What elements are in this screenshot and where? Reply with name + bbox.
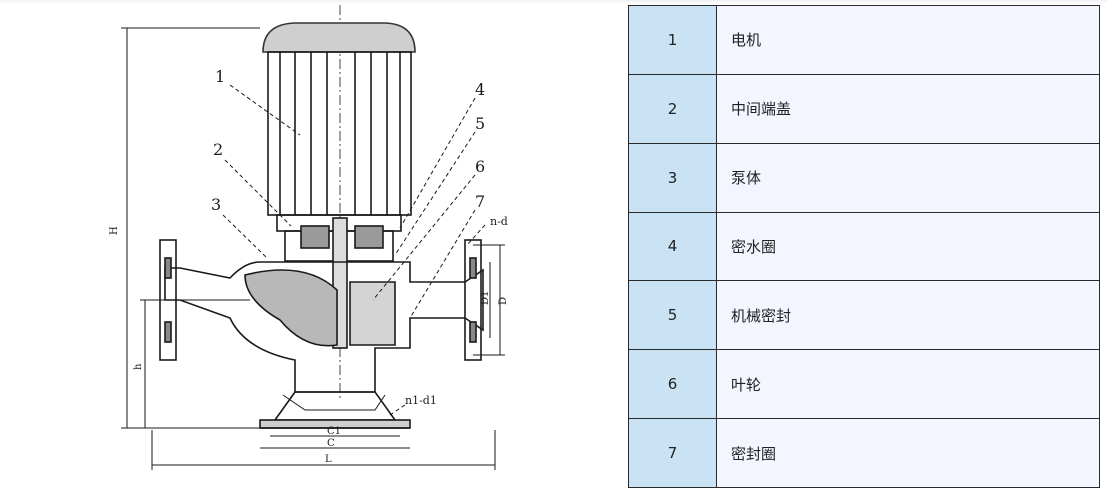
dimension-labels: H h D1 D C1 C L <box>109 226 509 465</box>
outlet-flange-drawing <box>464 239 482 361</box>
callout-4: 4 <box>475 80 485 99</box>
dim-height-total: H <box>109 226 120 235</box>
dim-inlet-height: h <box>133 363 144 370</box>
inlet-flange-drawing <box>140 239 250 361</box>
part-number: 7 <box>628 418 717 488</box>
motor-drawing <box>262 22 416 216</box>
part-name: 密封圈 <box>716 418 1100 488</box>
dim-base-c1: C1 <box>327 426 341 437</box>
part-number: 6 <box>628 349 717 420</box>
part-number: 3 <box>628 142 717 213</box>
table-row: 2 中间端盖 <box>628 73 1100 144</box>
part-number: 1 <box>628 5 717 75</box>
dim-flange-d: D <box>498 297 509 305</box>
table-row: 4 密水圈 <box>628 211 1100 282</box>
flange-hole-label: n-d <box>490 215 508 228</box>
top-divider <box>0 0 1107 4</box>
part-name: 机械密封 <box>716 280 1100 351</box>
table-row: 7 密封圈 <box>628 418 1100 488</box>
callout-2: 2 <box>213 140 223 159</box>
callout-1: 1 <box>215 67 225 86</box>
dim-flange-d1: D1 <box>480 291 491 305</box>
table-row: 3 泵体 <box>628 142 1100 213</box>
part-number: 5 <box>628 280 717 351</box>
part-name: 中间端盖 <box>716 73 1100 144</box>
part-name: 泵体 <box>716 142 1100 213</box>
dimension-lines <box>121 27 505 470</box>
part-name: 密水圈 <box>716 211 1100 282</box>
table-row: 5 机械密封 <box>628 280 1100 351</box>
part-name: 叶轮 <box>716 349 1100 420</box>
callout-labels: 1 2 3 4 5 6 7 n-d n1-d1 <box>211 67 508 407</box>
callout-5: 5 <box>475 114 485 133</box>
callout-3: 3 <box>211 195 221 214</box>
part-number: 2 <box>628 73 717 144</box>
part-name: 电机 <box>716 5 1100 75</box>
table-row: 1 电机 <box>628 5 1100 75</box>
dim-length: L <box>325 454 332 465</box>
dim-base-c: C <box>327 438 335 449</box>
leader-lines <box>222 84 486 416</box>
table-row: 6 叶轮 <box>628 349 1100 420</box>
callout-6: 6 <box>475 157 485 176</box>
pump-cross-section-diagram: 1 2 3 4 5 6 7 n-d n1-d1 H h D1 D C1 C L <box>105 0 620 501</box>
base-plate-drawing <box>259 419 411 429</box>
part-number: 4 <box>628 211 717 282</box>
base-hole-label: n1-d1 <box>405 394 437 407</box>
callout-7: 7 <box>475 192 485 211</box>
parts-list-table: 1 电机 2 中间端盖 3 泵体 4 密水圈 5 机械密封 6 叶轮 7 密封圈 <box>628 5 1100 488</box>
